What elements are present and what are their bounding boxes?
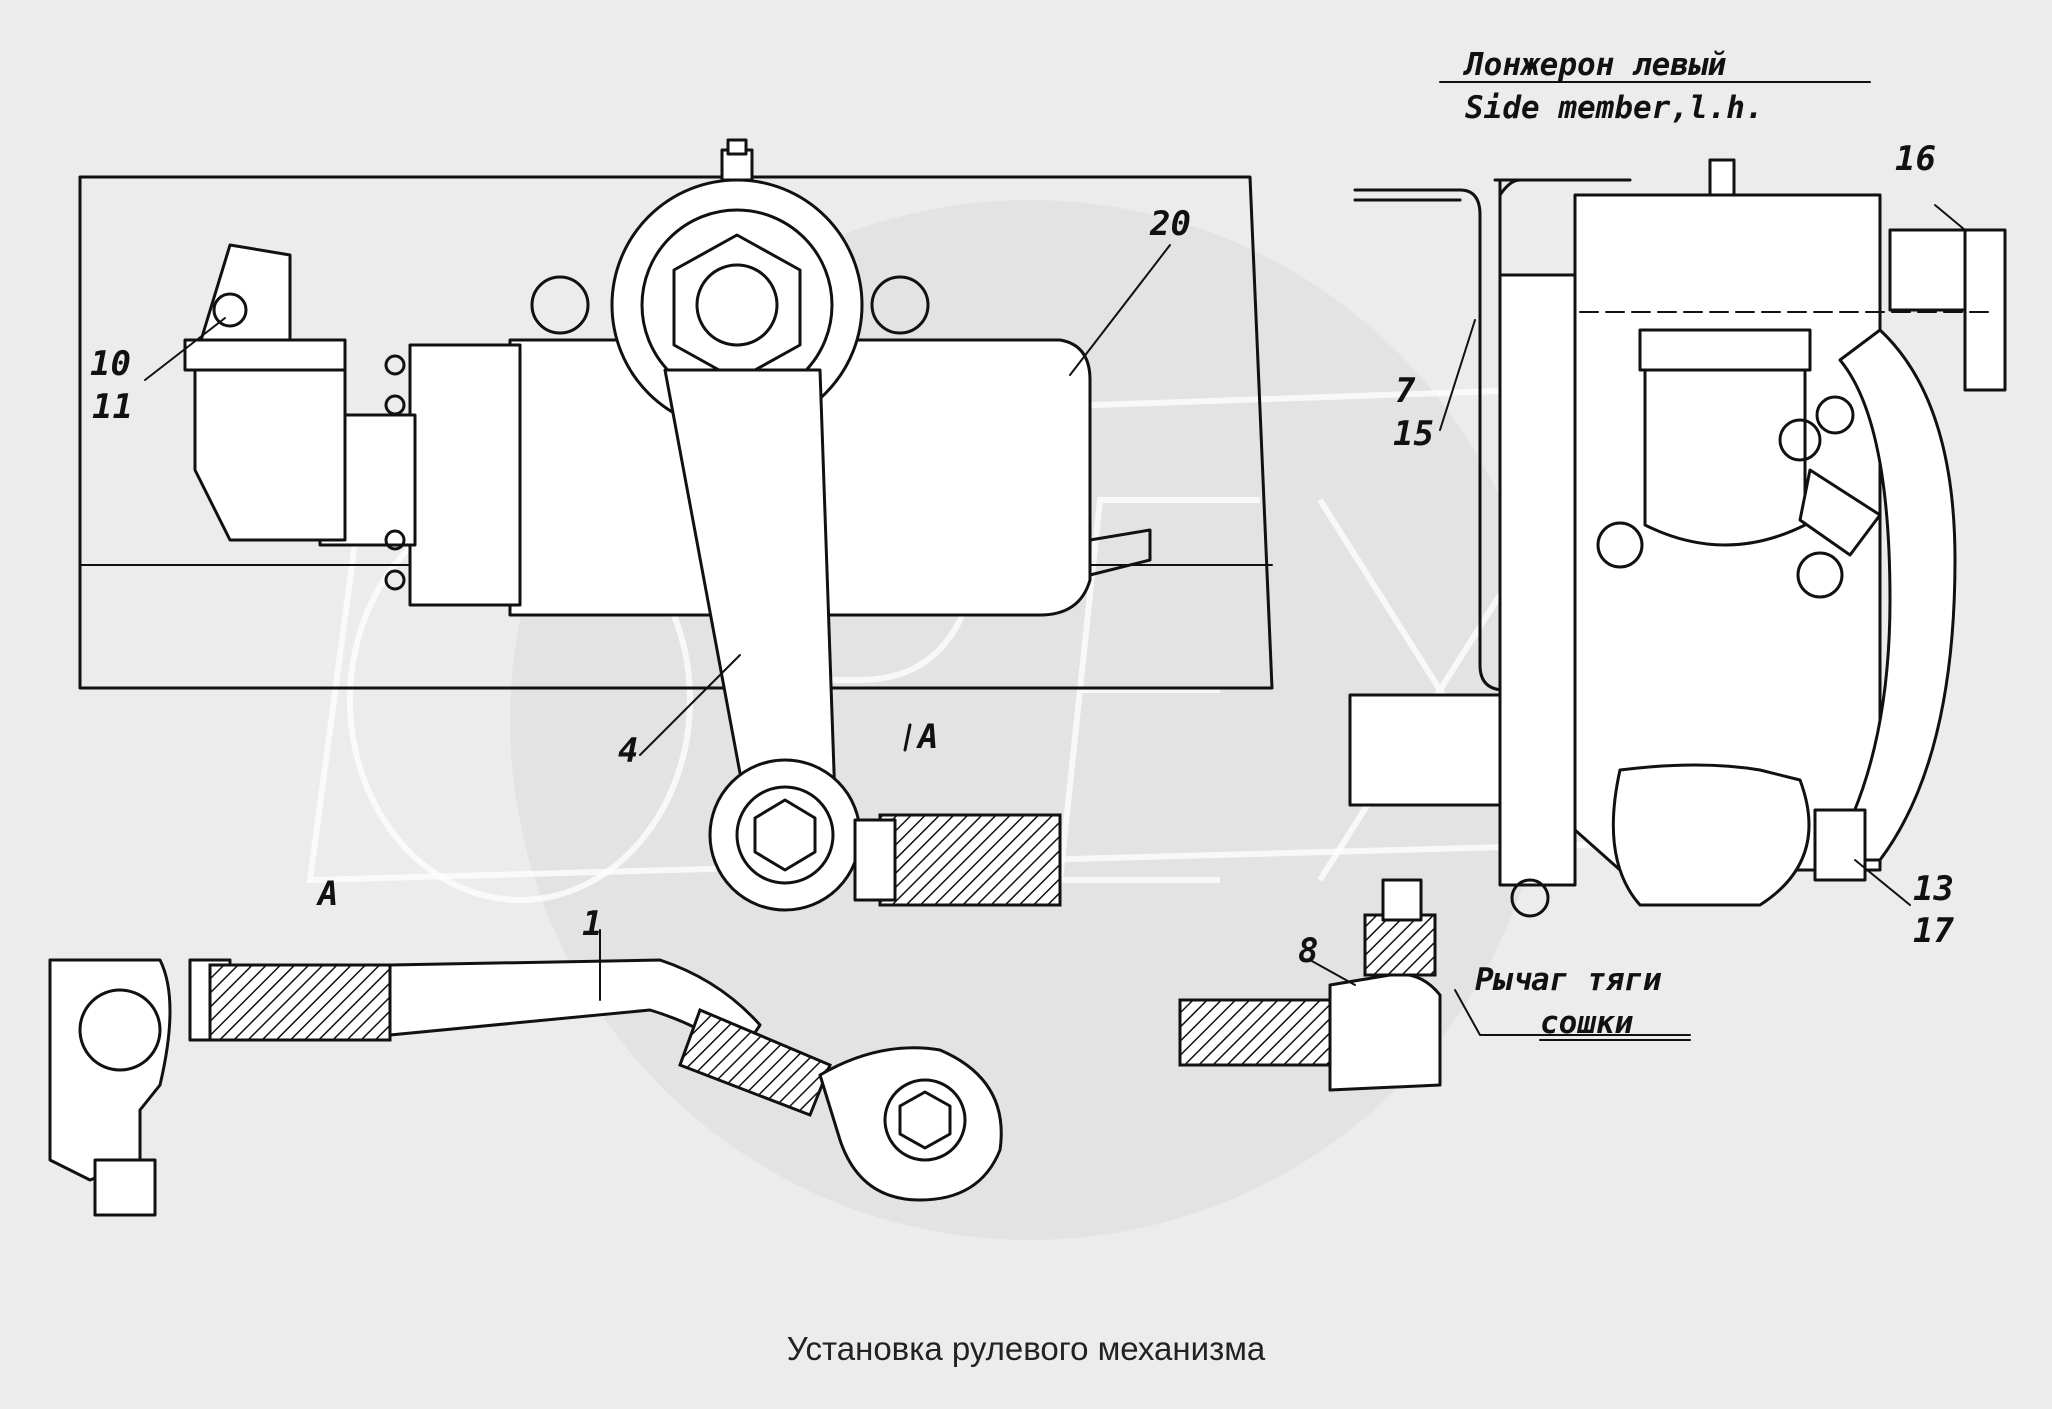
steering-gear-box [299,138,1152,617]
drag-link-lever [1178,878,1442,1092]
callout-16: 16 [1895,139,1936,179]
callout-17: 17 [1913,911,1954,951]
callout-10: 10 [90,344,131,384]
callout-13: 13 [1913,869,1954,909]
side-member-label-en: Side member,l.h. [1465,90,1764,126]
lever-label-line2: сошки [1540,1005,1634,1041]
view-arrow-label: A [916,717,938,757]
callout-1: 1 [582,904,602,944]
callout-4: 4 [618,731,638,771]
callout-20: 20 [1149,204,1191,244]
callout-15: 15 [1393,414,1434,454]
tie-rod [48,958,1003,1217]
leader-lines [144,81,1966,1041]
lever-label-line1: Рычаг тяги [1475,962,1662,998]
section-label: A [316,874,338,914]
pitman-arm [663,368,862,912]
figure-caption: Установка рулевого механизма [786,1330,1266,1367]
callout-8: 8 [1298,931,1318,971]
drag-link-rear-end [853,813,1062,907]
side-member-label-ru: Лонжерон левый [1462,47,1727,83]
reservoir [183,243,347,542]
callout-7: 7 [1395,371,1416,411]
callout-11: 11 [92,387,133,427]
steering-gear-side-view [1348,158,2007,918]
